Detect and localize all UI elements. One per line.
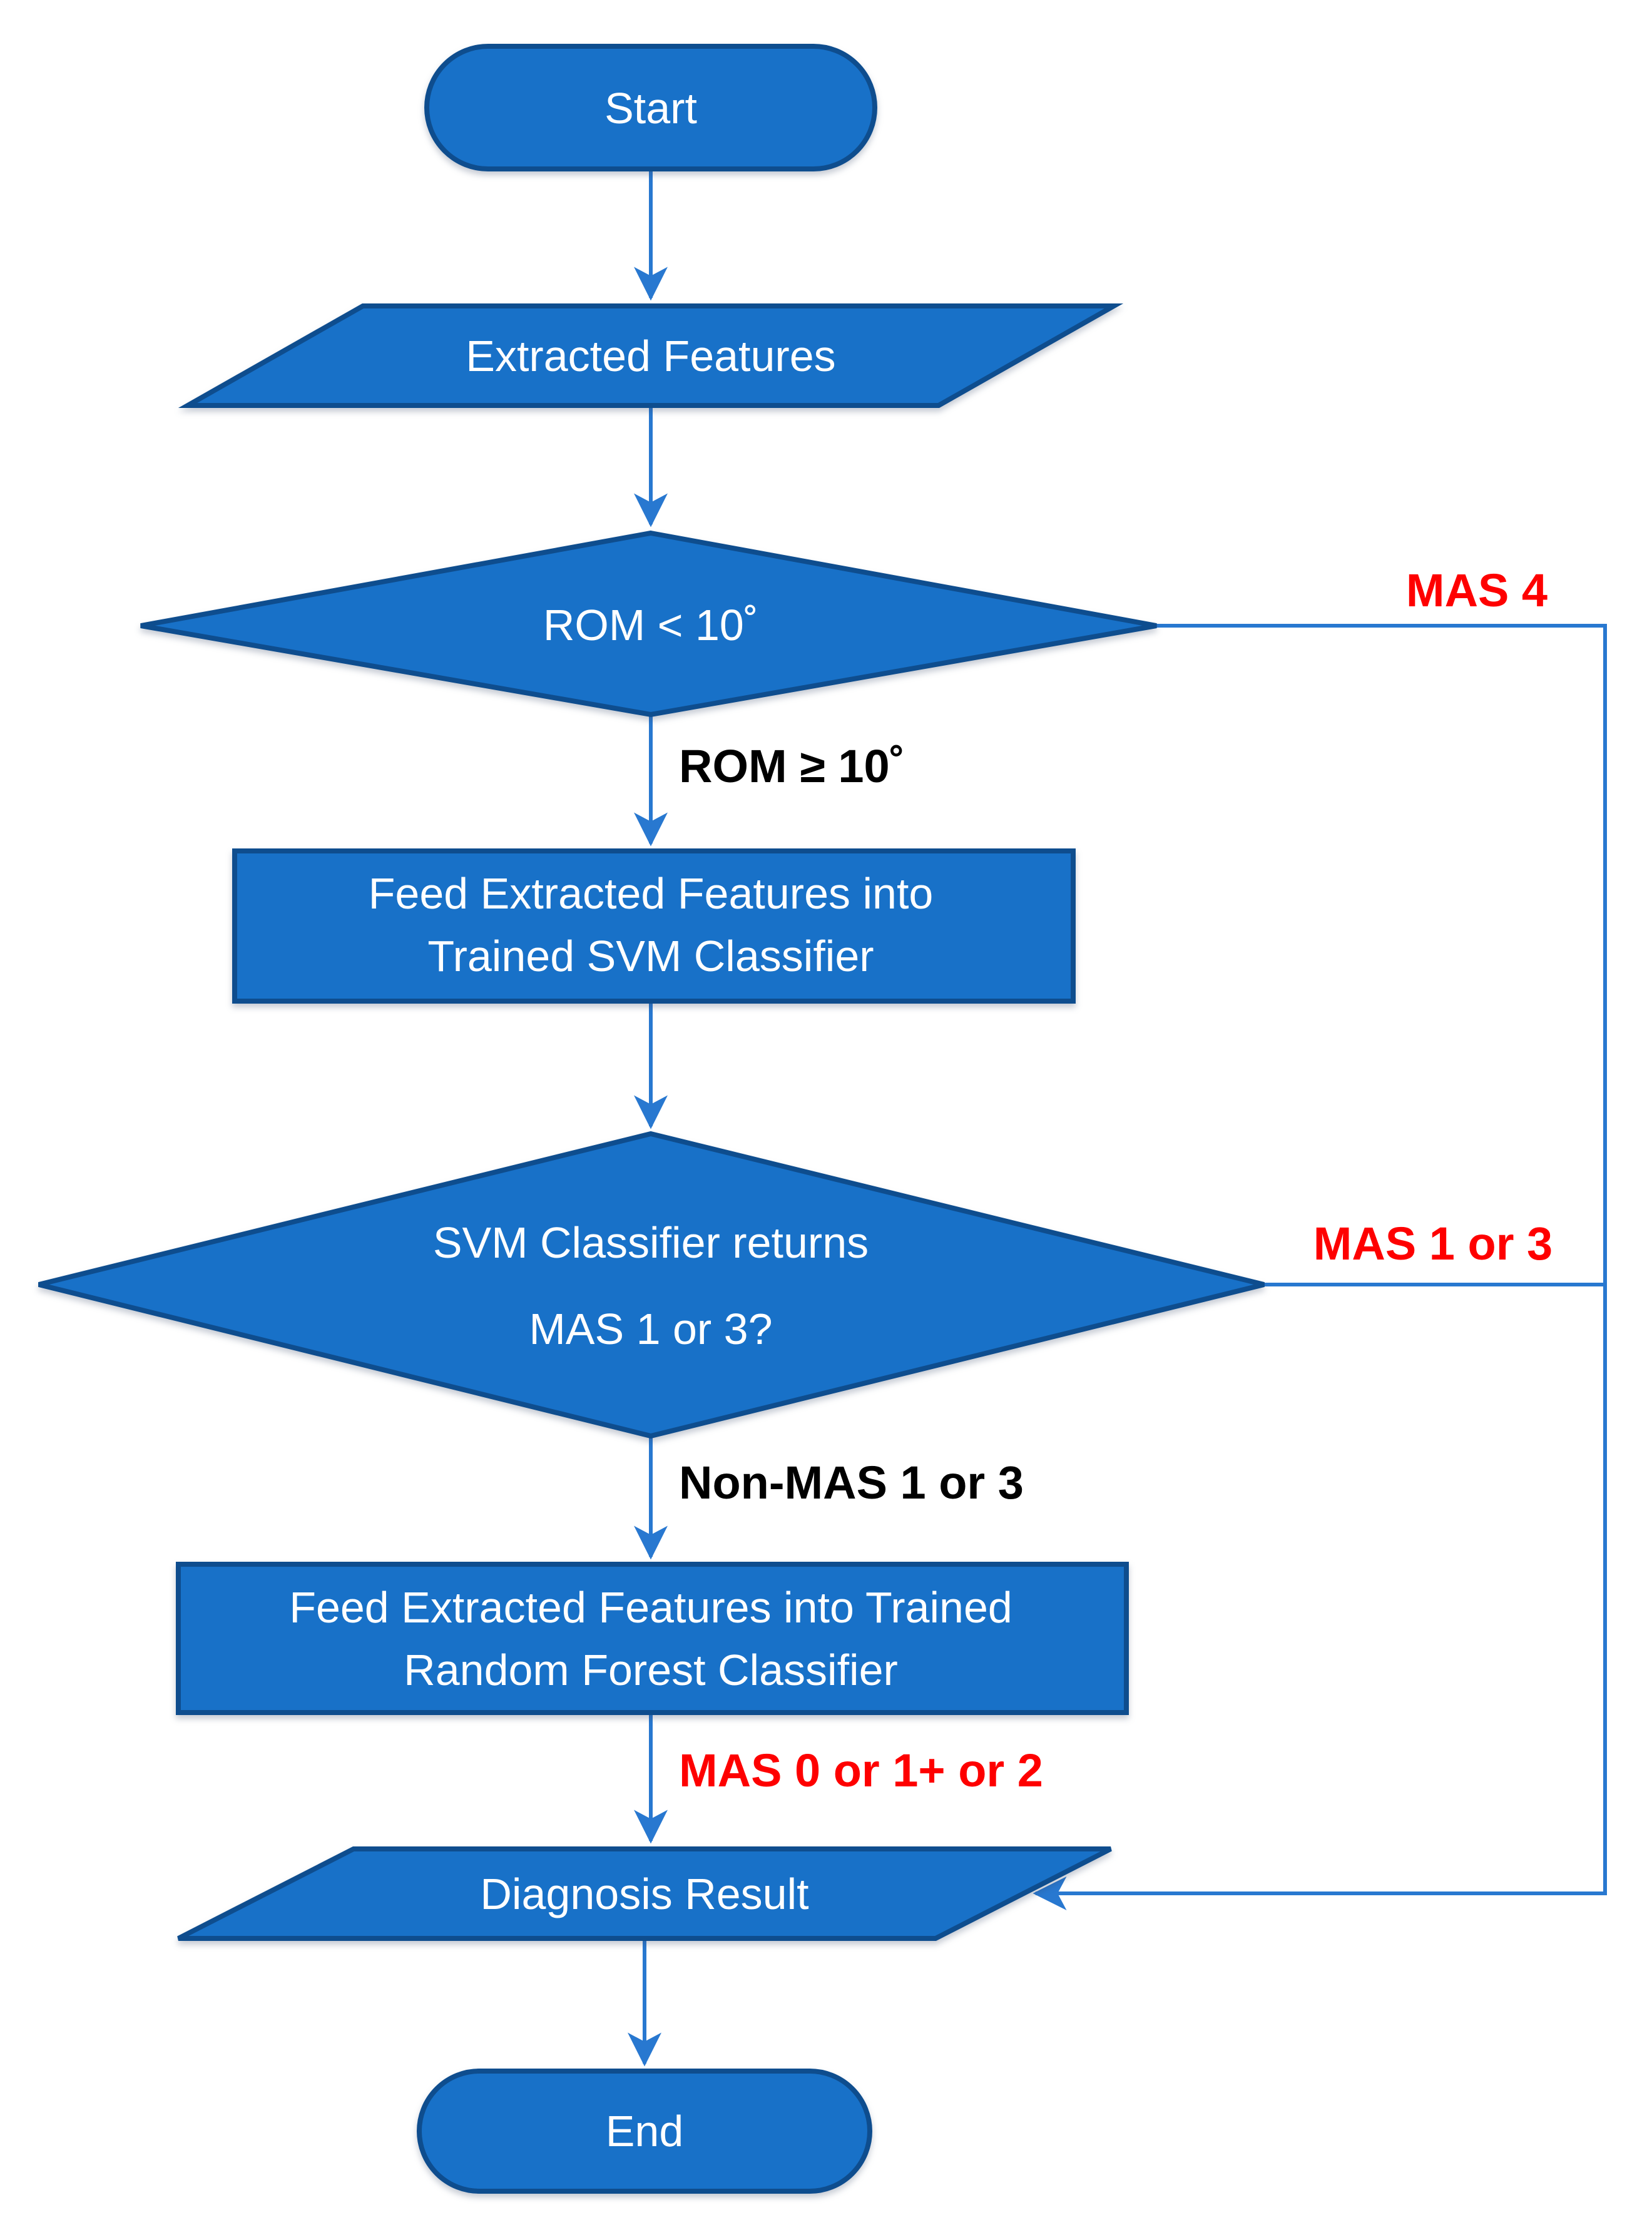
connectors [628, 170, 1607, 2067]
svm-decision-diamond [38, 1131, 1265, 1439]
rf-process-rectangle [176, 1562, 1129, 1715]
svm-decision-label-line1: SVM Classifier returns [433, 1218, 869, 1267]
node-labels: Start Extracted Features ROM < 10˚ Feed … [289, 84, 1012, 2156]
extracted-features-parallelogram [178, 303, 1124, 408]
start-label: Start [604, 84, 697, 133]
rom-decision-diamond [140, 530, 1157, 718]
rf-process-label-line1: Feed Extracted Features into Trained [289, 1583, 1012, 1632]
rf-process-label-line2: Random Forest Classifier [404, 1646, 898, 1694]
rom-decision-label: ROM < 10˚ [543, 601, 758, 649]
edge-label-mas-1-or-3: MAS 1 or 3 [1313, 1218, 1553, 1270]
edge-rom-decision-mas4-to-diagnosis [1032, 624, 1607, 1910]
edge-label-mas4: MAS 4 [1406, 564, 1547, 616]
svm-decision-label-line2: MAS 1 or 3? [529, 1305, 772, 1353]
edge-label-rom-ge-10: ROM ≥ 10˚ [679, 740, 905, 792]
svm-process-label-line2: Trained SVM Classifier [427, 932, 874, 980]
end-label: End [606, 2107, 684, 2156]
svm-process-rectangle [232, 848, 1076, 1004]
extracted-features-label: Extracted Features [466, 332, 835, 380]
diagnosis-result-label: Diagnosis Result [480, 1870, 808, 1918]
diagnosis-result-parallelogram [177, 1846, 1112, 1941]
end-terminator-shape [417, 2069, 872, 2194]
edge-labels: MAS 4 ROM ≥ 10˚ MAS 1 or 3 Non-MAS 1 or … [679, 564, 1553, 1796]
start-terminator-shape [424, 44, 877, 171]
nodes [38, 44, 1265, 2194]
edge-label-non-mas-1-or-3: Non-MAS 1 or 3 [679, 1457, 1024, 1509]
svm-process-label-line1: Feed Extracted Features into [369, 869, 934, 918]
edge-label-mas-0-or-1plus-or-2: MAS 0 or 1+ or 2 [679, 1744, 1043, 1796]
